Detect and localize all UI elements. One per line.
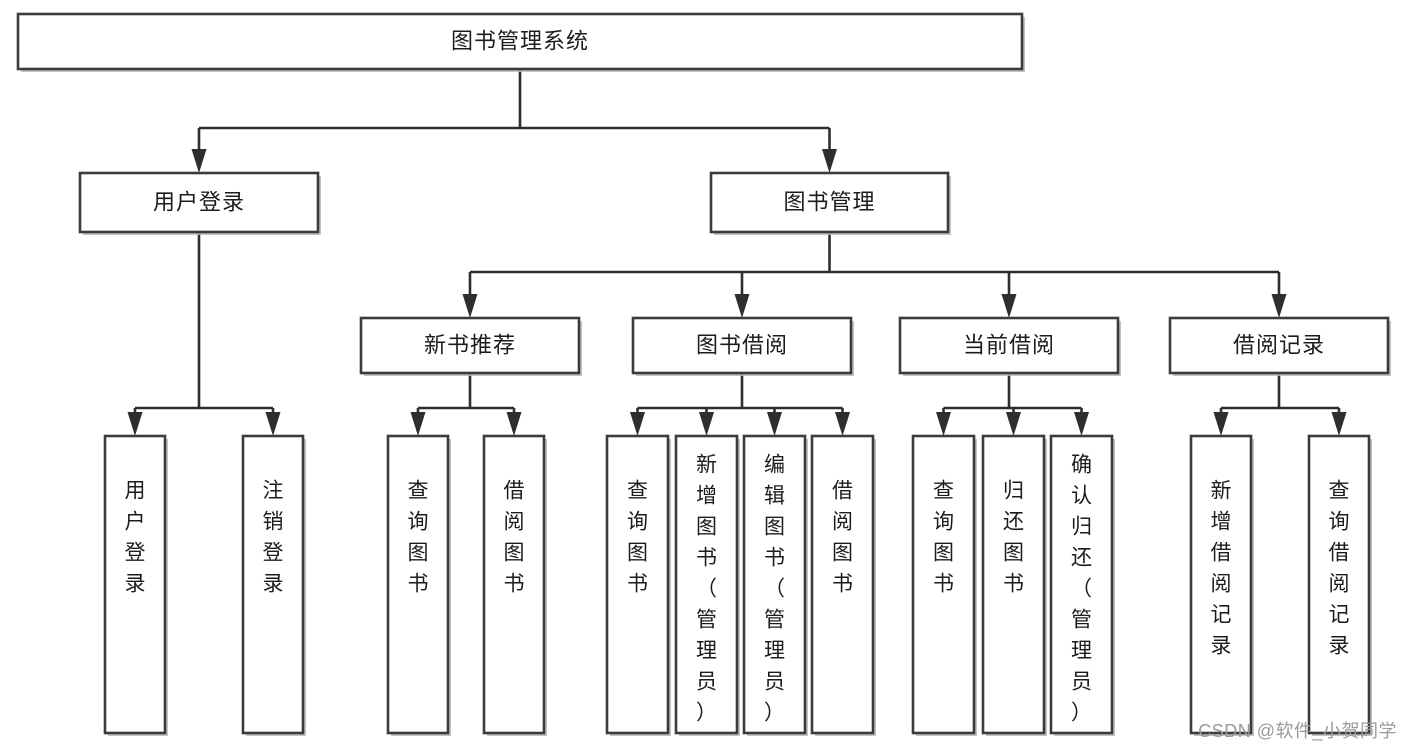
edge-group-user-login (127, 232, 281, 436)
node-leaf-return-book[interactable]: 归还图书 (981, 434, 1047, 736)
edge-arrowhead (506, 412, 522, 436)
node-leaf-borrow-book-rec[interactable]: 借阅图书 (482, 434, 547, 736)
edge-arrowhead (462, 294, 478, 318)
node-label: 编辑图书（管理员） (764, 453, 785, 724)
node-leaf-add-book[interactable]: 新增图书（管理员） (674, 434, 740, 736)
node-label: 查询图书 (627, 479, 648, 595)
node-leaf-query-book-cur[interactable]: 查询图书 (911, 434, 977, 736)
node-user-login[interactable]: 用户登录 (78, 171, 321, 235)
node-box[interactable] (78, 171, 320, 234)
node-label: 图书管理 (783, 189, 875, 214)
edge-arrowhead (835, 412, 850, 436)
node-leaf-query-record[interactable]: 查询借阅记录 (1307, 434, 1372, 736)
node-leaf-add-record[interactable]: 新增借阅记录 (1189, 434, 1254, 736)
edge-arrowhead (822, 149, 837, 173)
node-borrow-record[interactable]: 借阅记录 (1168, 316, 1391, 376)
nodes-layer: 图书管理系统用户登录图书管理新书推荐图书借阅当前借阅借阅记录用户登录注销登录查询… (16, 12, 1391, 736)
node-root[interactable]: 图书管理系统 (16, 12, 1025, 72)
node-box[interactable] (1049, 434, 1114, 735)
edge-arrowhead (734, 294, 750, 318)
node-leaf-query-book-rec[interactable]: 查询图书 (386, 434, 451, 736)
edge-group-borrow-record (1213, 373, 1347, 436)
edge-arrowhead (127, 412, 143, 436)
node-box[interactable] (386, 434, 450, 735)
node-box[interactable] (1307, 434, 1371, 735)
edge-group-root (191, 69, 837, 173)
edge-group-book-manage (462, 232, 1287, 318)
node-box[interactable] (981, 434, 1046, 735)
node-box[interactable] (631, 316, 853, 375)
edge-arrowhead (1271, 294, 1287, 318)
node-box[interactable] (810, 434, 875, 735)
node-label: 新增图书（管理员） (696, 453, 717, 724)
edge-group-book-borrow (630, 373, 850, 436)
node-book-borrow[interactable]: 图书借阅 (631, 316, 854, 376)
node-box[interactable] (241, 434, 305, 735)
edge-arrowhead (410, 412, 426, 436)
node-box[interactable] (674, 434, 739, 735)
edge-arrowhead (1006, 412, 1021, 436)
node-label: 当前借阅 (963, 332, 1055, 357)
node-label: 查询图书 (408, 479, 429, 595)
node-label: 图书借阅 (696, 332, 788, 357)
node-box[interactable] (103, 434, 167, 735)
node-label: 查询借阅记录 (1329, 479, 1350, 657)
edge-arrowhead (630, 412, 645, 436)
edge-arrowhead (1331, 412, 1347, 436)
node-label: 图书管理系统 (451, 28, 589, 53)
node-label: 借阅图书 (504, 479, 525, 595)
node-box[interactable] (898, 316, 1120, 375)
node-label: 新书推荐 (424, 332, 516, 357)
edge-group-current-borrow (936, 373, 1089, 436)
node-label: 借阅图书 (832, 479, 853, 595)
node-label: 注销登录 (263, 479, 284, 595)
edge-arrowhead (1074, 412, 1089, 436)
edge-group-new-book-rec (410, 373, 522, 436)
node-label: 借阅记录 (1233, 332, 1325, 357)
node-box[interactable] (1168, 316, 1390, 375)
edge-arrowhead (936, 412, 951, 436)
edge-arrowhead (1001, 294, 1017, 318)
node-leaf-query-book-borrow[interactable]: 查询图书 (605, 434, 671, 736)
node-box[interactable] (911, 434, 976, 735)
node-box[interactable] (605, 434, 670, 735)
node-label: 用户登录 (153, 189, 245, 214)
node-leaf-borrow-book[interactable]: 借阅图书 (810, 434, 876, 736)
node-label: 查询图书 (933, 479, 954, 595)
node-label: 新增借阅记录 (1211, 479, 1232, 657)
edge-arrowhead (699, 412, 714, 436)
node-box[interactable] (1189, 434, 1253, 735)
node-box[interactable] (359, 316, 581, 375)
node-current-borrow[interactable]: 当前借阅 (898, 316, 1121, 376)
edge-arrowhead (767, 412, 782, 436)
node-box[interactable] (482, 434, 546, 735)
edge-arrowhead (191, 149, 207, 173)
node-label: 用户登录 (125, 479, 146, 595)
node-box[interactable] (16, 12, 1024, 71)
edges-layer (127, 69, 1347, 436)
node-leaf-user-login[interactable]: 用户登录 (103, 434, 168, 736)
node-label: 归还图书 (1003, 479, 1024, 595)
node-book-manage[interactable]: 图书管理 (709, 171, 951, 235)
node-new-book-rec[interactable]: 新书推荐 (359, 316, 582, 376)
node-leaf-logout[interactable]: 注销登录 (241, 434, 306, 736)
node-leaf-edit-book[interactable]: 编辑图书（管理员） (742, 434, 808, 736)
node-box[interactable] (709, 171, 950, 234)
edge-arrowhead (265, 412, 281, 436)
node-label: 确认归还（管理员） (1071, 453, 1092, 724)
node-box[interactable] (742, 434, 807, 735)
node-leaf-confirm-return[interactable]: 确认归还（管理员） (1049, 434, 1115, 736)
edge-arrowhead (1213, 412, 1229, 436)
